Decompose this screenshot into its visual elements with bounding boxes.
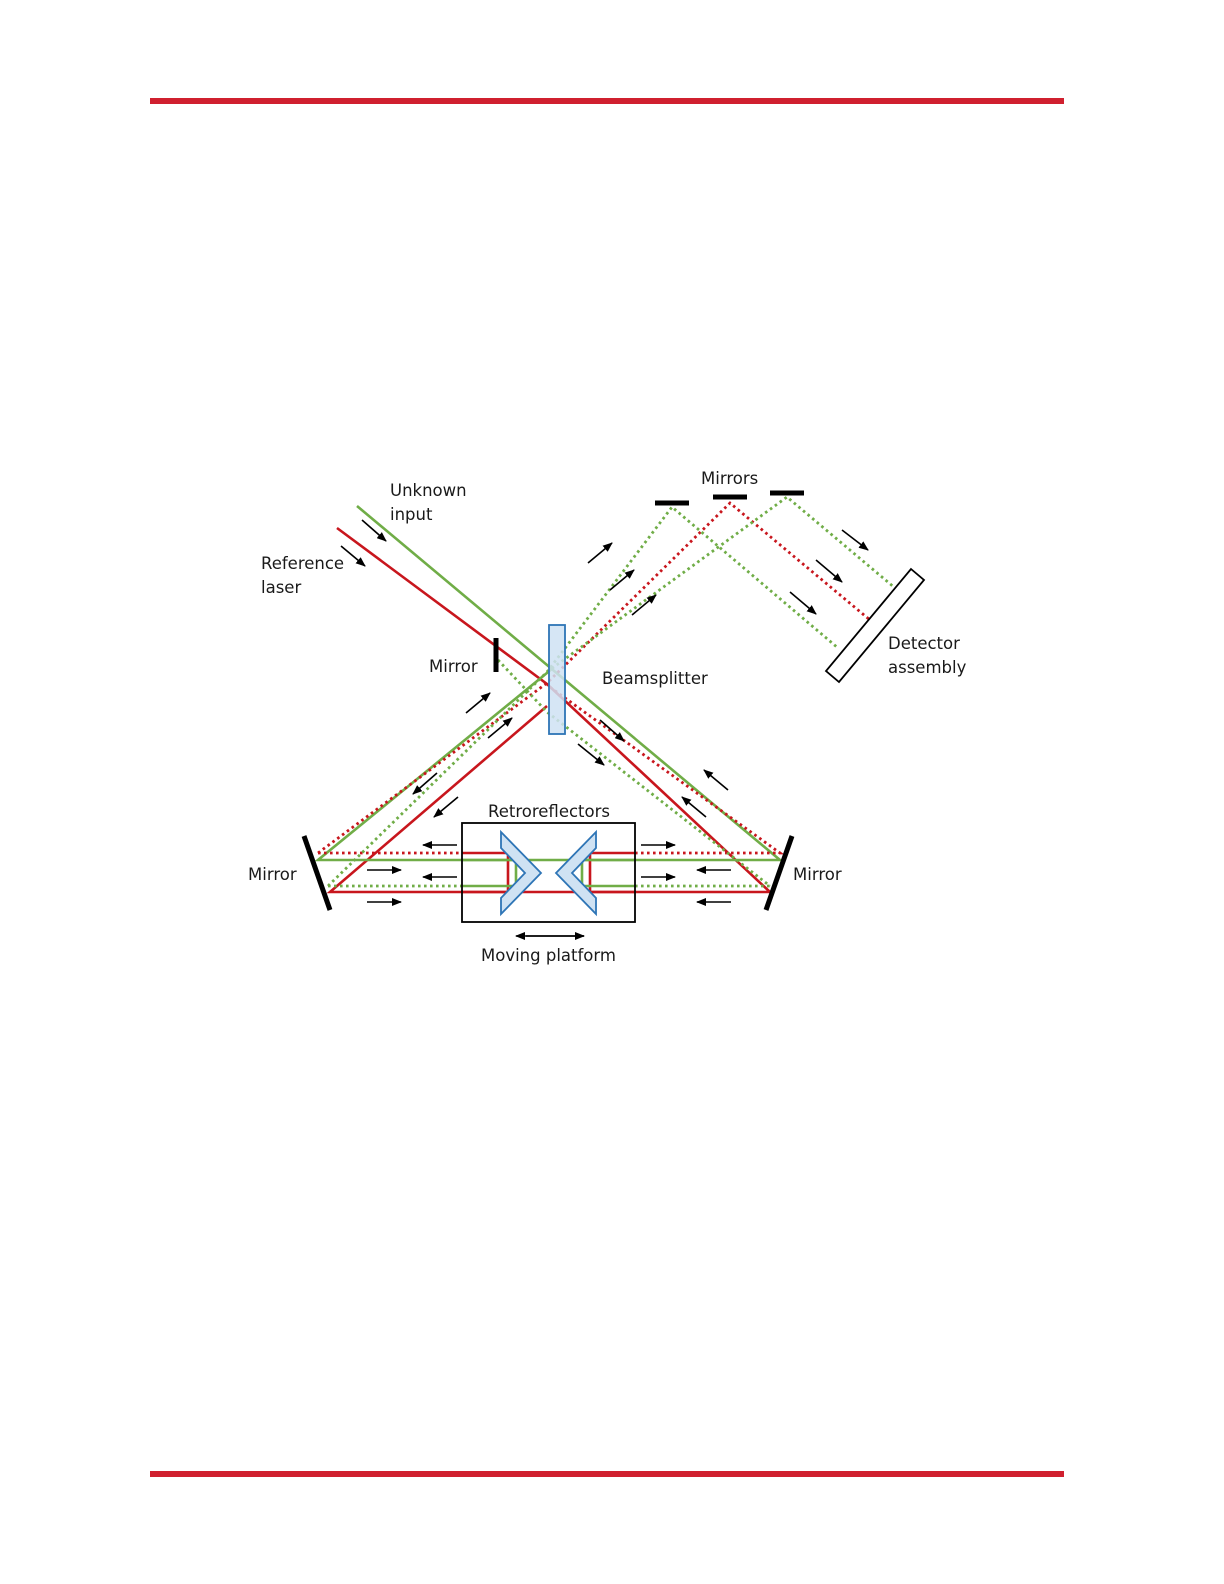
label-moving-platform: Moving platform [481, 946, 616, 965]
beamsplitter-plate [549, 625, 565, 734]
label-beamsplitter: Beamsplitter [602, 669, 708, 688]
label-unknown-input-1: Unknown [390, 481, 467, 500]
reference-output-beam [318, 503, 870, 853]
left-mirror [304, 836, 330, 910]
label-retroreflectors: Retroreflectors [488, 802, 610, 821]
label-unknown-input-2: input [390, 505, 433, 524]
label-mirror-right: Mirror [793, 865, 842, 884]
moving-platform-box [462, 823, 635, 922]
label-detector-2: assembly [888, 658, 967, 677]
label-mirror-center: Mirror [429, 657, 478, 676]
label-mirrors-top: Mirrors [701, 469, 758, 488]
label-reference-laser-2: laser [261, 578, 301, 597]
label-reference-laser-1: Reference [261, 554, 344, 573]
label-detector-1: Detector [888, 634, 960, 653]
label-mirror-left: Mirror [248, 865, 297, 884]
unknown-output-beam [328, 497, 895, 886]
